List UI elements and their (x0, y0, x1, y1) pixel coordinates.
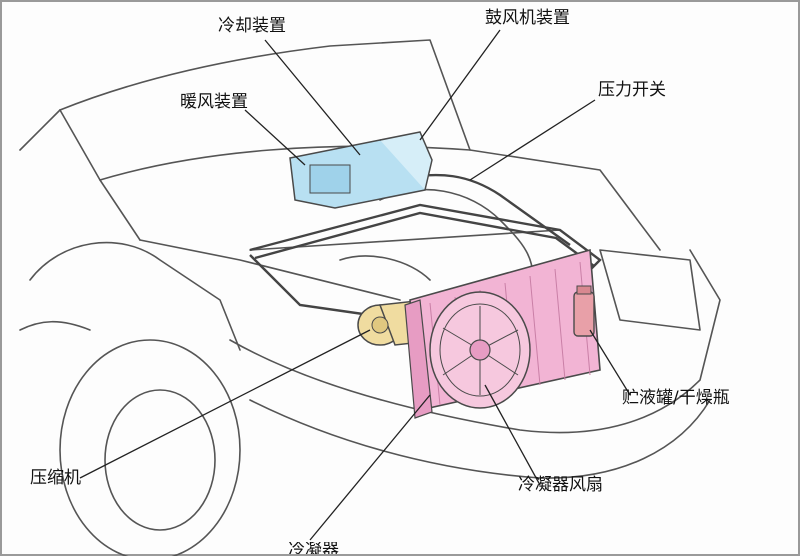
hood-front-edge (139, 239, 401, 301)
receiver-bottle (573, 291, 595, 337)
label-compressor: 压缩机 (30, 468, 81, 488)
condenser-fan (429, 291, 531, 409)
leader-pressure (469, 99, 596, 181)
leader-lines (79, 29, 631, 541)
front-wheel-outer (59, 339, 241, 556)
fan-hub (469, 339, 491, 361)
label-pressure-switch: 压力开关 (598, 80, 666, 100)
receiver-drier (573, 285, 595, 337)
side-panel (19, 320, 91, 331)
roof-line (19, 109, 61, 151)
bumper-lower (249, 399, 711, 479)
engine-detail-2 (339, 255, 431, 281)
headlight-right (599, 249, 701, 331)
evaporator-core (309, 164, 351, 194)
windshield-outline (59, 39, 471, 151)
pipe-loop-inner (254, 211, 595, 267)
evaporator-unit (289, 131, 433, 209)
label-cooling-unit: 冷却装置 (218, 16, 286, 36)
car-body (19, 39, 721, 556)
leader-fan (484, 384, 541, 486)
leader-compressor (79, 329, 371, 479)
bumper (229, 249, 721, 434)
receiver-cap (576, 285, 592, 295)
leader-receiver (589, 329, 631, 396)
fan-ring (439, 303, 521, 397)
leader-blower (419, 29, 501, 141)
pipe-to-compressor (249, 254, 371, 317)
leader-cooling (264, 39, 361, 156)
fender-left (29, 241, 241, 351)
label-receiver-drier: 贮液罐/干燥瓶 (622, 388, 730, 408)
label-heater-unit: 暖风装置 (180, 92, 248, 112)
a-pillar (59, 109, 141, 241)
hood-line (99, 145, 661, 251)
leader-condenser (309, 394, 431, 541)
blower-housing (379, 131, 433, 191)
compressor-hub (371, 316, 389, 334)
front-wheel-inner (104, 389, 216, 531)
label-blower-unit: 鼓风机装置 (485, 8, 570, 28)
label-condenser-fan: 冷凝器风扇 (518, 475, 603, 495)
condenser-frame (404, 299, 433, 419)
leader-heater (244, 109, 306, 166)
label-condenser: 冷凝器 (288, 542, 339, 554)
